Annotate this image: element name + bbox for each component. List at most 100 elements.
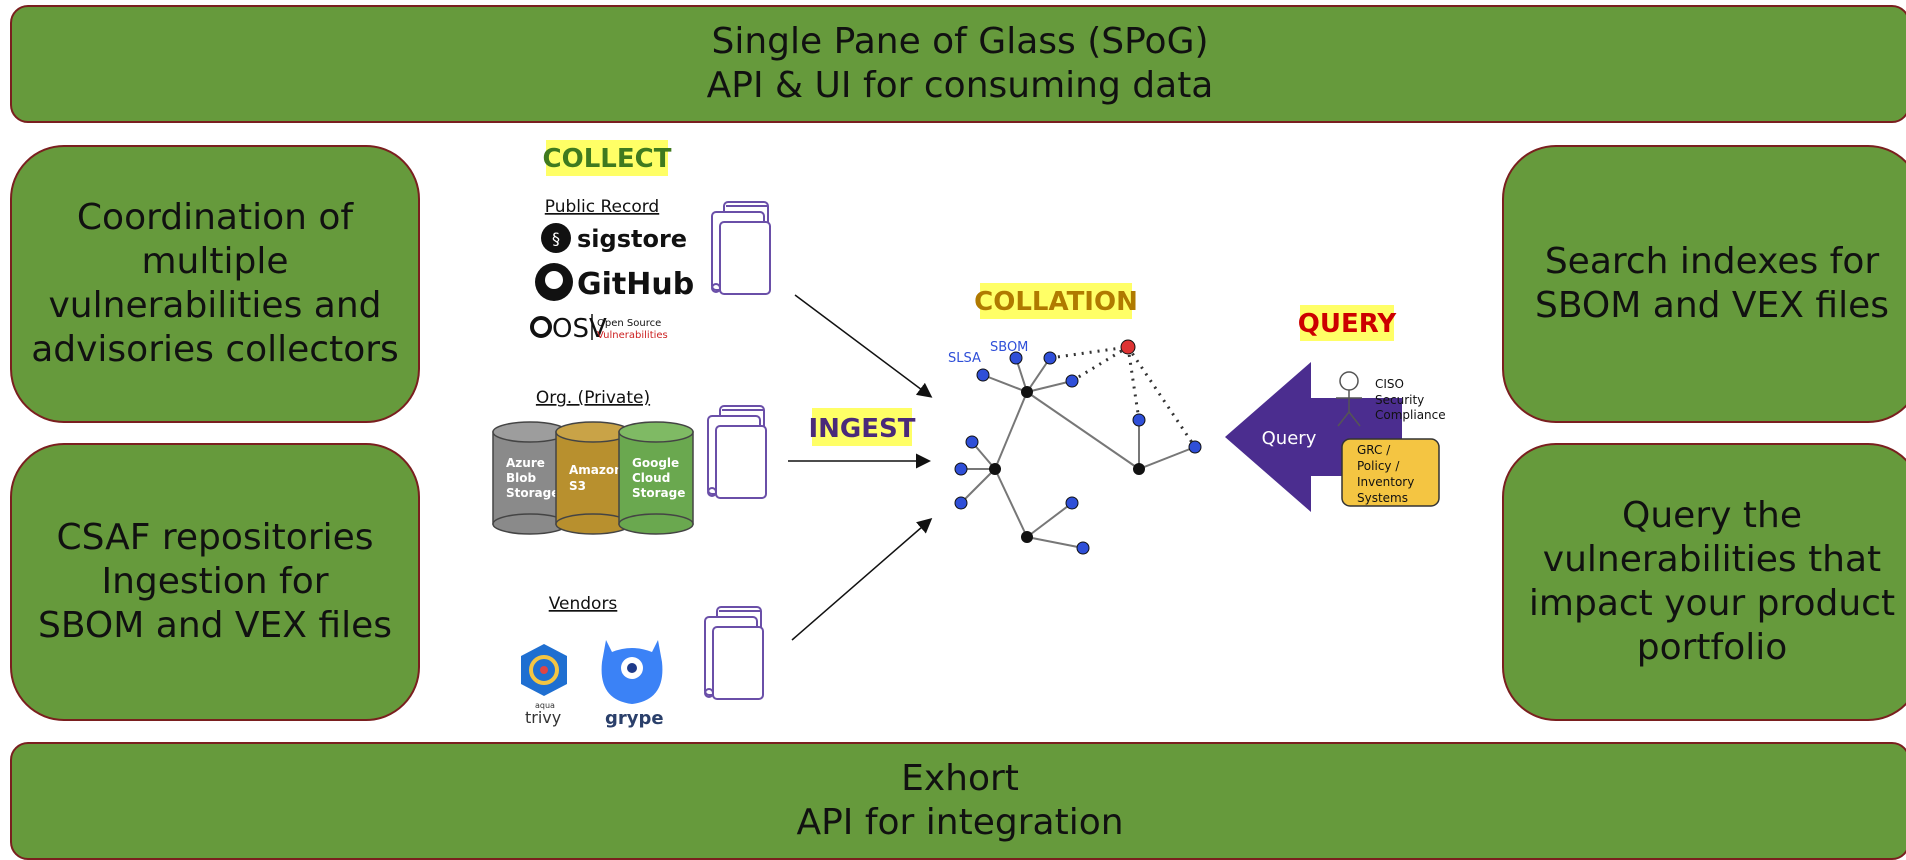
graph-node [954,462,968,476]
arrow-public-to-collation [794,294,933,398]
collation-label: COLLATION [974,287,1138,317]
graph-node-highlighted [1120,339,1136,355]
ingest-label: INGEST [809,414,916,444]
persona-line-1: CISO [1375,377,1404,391]
osv-line-1: Open Source [597,318,661,329]
graph-node [1043,351,1057,365]
sigstore-icon-glyph: § [552,229,560,248]
trivy-icon-ring [529,655,559,685]
top-banner: Single Pane of Glass (SPoG) API & UI for… [10,5,1906,123]
collectors-line-2: multiple [141,241,289,282]
sbom-label: SBOM [990,340,1028,355]
azure-line-2: Blob [506,471,537,485]
query-line-1: Query the [1622,495,1802,536]
collation-highlight [980,283,1132,319]
query-arrow-label: Query [1262,428,1317,449]
grype-logo: grype [601,640,664,729]
query-vulns-box: Query the vulnerabilities that impact yo… [1502,443,1906,721]
search-line-2: SBOM and VEX files [1535,285,1889,326]
osv-text: OSV [552,314,607,344]
amazon-line-2: S3 [569,479,586,493]
csaf-box: CSAF repositories Ingestion for SBOM and… [10,443,420,721]
osv-line-2: Vulnerabilities [597,330,668,341]
sigstore-icon [541,223,571,253]
document-stack-private [707,405,767,499]
graph-node [1133,463,1145,475]
trivy-logo: aqua trivy [521,644,567,727]
amazon-s3-cylinder: Amazon S3 [555,421,631,535]
amazon-line-1: Amazon [569,463,623,477]
sigstore-text: sigstore [577,225,687,253]
graph-node [1021,531,1033,543]
collectors-line-3: vulnerabilities and [48,285,382,326]
azure-storage-cylinder: Azure Blob Storage [492,421,568,535]
trivy-text: trivy [525,708,561,727]
stick-figure-icon [1336,371,1362,427]
csaf-line-3: SBOM and VEX files [38,605,392,646]
public-record-heading: Public Record [545,197,659,217]
azure-line-1: Azure [506,456,545,470]
bottom-banner-title: Exhort [901,758,1019,799]
graph-node [1021,386,1033,398]
persona-line-2: Security [1375,393,1424,407]
trivy-icon-center [540,666,548,674]
graph-node [965,435,979,449]
graph-node [976,368,990,382]
collect-label: COLLECT [543,144,672,174]
csaf-line-1: CSAF repositories [56,517,374,558]
graph-node [1132,413,1146,427]
osv-logo: OSV Open Source Vulnerabilities [530,314,668,344]
top-banner-title: Single Pane of Glass (SPoG) [711,21,1209,62]
github-logo: GitHub [535,263,694,302]
org-private-heading: Org. (Private) [536,388,650,408]
document-stack-public [711,201,771,295]
systems-line-3: Inventory [1357,475,1414,489]
search-line-1: Search indexes for [1544,241,1880,282]
google-cloud-storage-cylinder: Google Cloud Storage [618,421,694,535]
bottom-banner-subtitle: API for integration [796,802,1124,843]
query-line-4: portfolio [1636,627,1788,668]
bottom-banner: Exhort API for integration [10,742,1906,860]
query-label: QUERY [1298,309,1398,339]
grype-text: grype [605,708,664,729]
persona-line-3: Compliance [1375,408,1446,422]
trivy-small-text: aqua [535,701,555,710]
graph-node [989,463,1001,475]
collation-graph: SLSA SBOM [948,339,1202,555]
osv-icon [530,316,552,338]
graph-node [1009,351,1023,365]
graph-node [1076,541,1090,555]
graph-node [1065,496,1079,510]
azure-line-3: Storage [506,486,559,500]
ingest-highlight [812,408,912,446]
vendors-heading: Vendors [549,594,618,614]
google-line-3: Storage [632,486,685,500]
document-stack-vendors [704,606,764,700]
github-text: GitHub [577,267,694,302]
query-highlight [1300,305,1394,341]
grype-pupil [627,663,637,673]
arrow-vendors-to-collation [791,518,933,641]
collect-highlight [546,140,668,176]
google-line-2: Cloud [632,471,670,485]
systems-line-4: Systems [1357,491,1408,505]
collectors-line-4: advisories collectors [31,329,399,370]
graph-node [1188,440,1202,454]
top-banner-subtitle: API & UI for consuming data [706,65,1214,106]
github-icon-inner [545,271,563,289]
systems-box [1341,438,1440,507]
graph-node [1065,374,1079,388]
sigstore-logo: § sigstore [541,223,687,253]
query-line-2: vulnerabilities that [1542,539,1882,580]
query-line-3: impact your product [1528,583,1896,624]
systems-line-2: Policy / [1357,459,1400,473]
collectors-line-1: Coordination of [76,197,354,238]
slsa-label: SLSA [948,351,981,366]
google-line-1: Google [632,456,679,470]
graph-node [954,496,968,510]
csaf-line-2: Ingestion for [101,561,329,602]
search-indexes-box: Search indexes for SBOM and VEX files [1502,145,1906,423]
collectors-box: Coordination of multiple vulnerabilities… [10,145,420,423]
systems-line-1: GRC / [1357,443,1391,457]
